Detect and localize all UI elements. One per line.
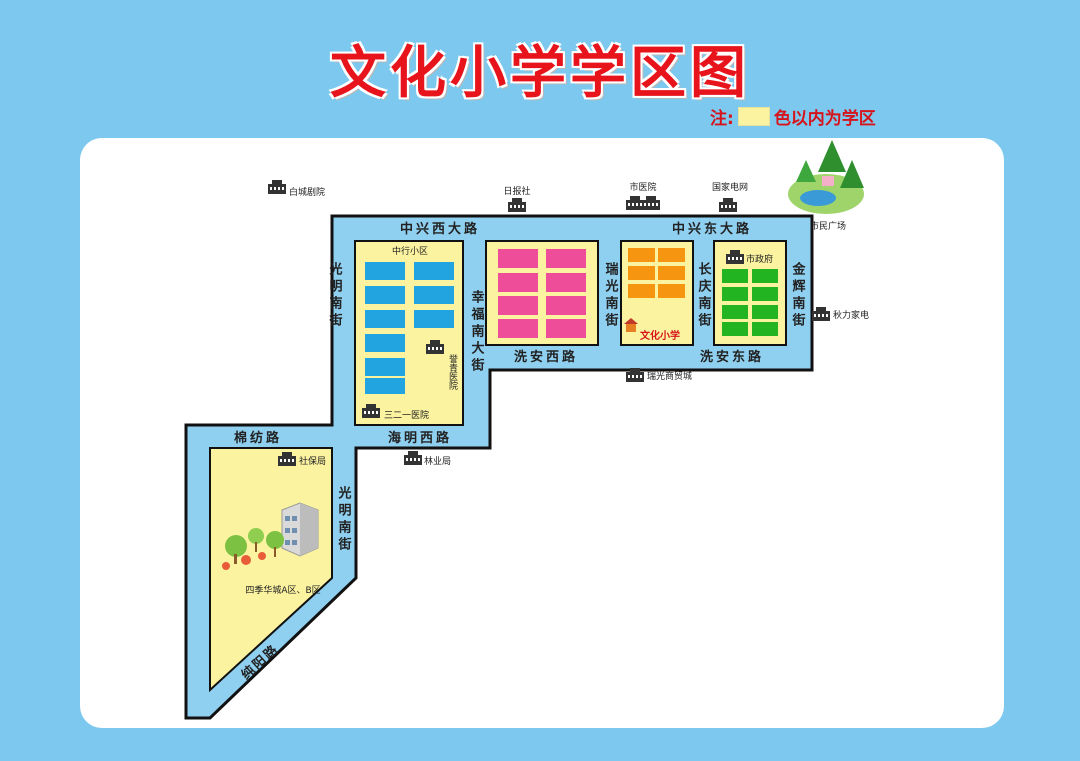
- landmark-shizhengfu: 市政府: [726, 250, 773, 265]
- legend-swatch: [737, 107, 770, 126]
- landmark-wenhua-school: 文化小学: [624, 318, 680, 342]
- svg-text:誉青医院: 誉青医院: [447, 353, 458, 391]
- green-blocks: [722, 269, 778, 336]
- svg-text:白城剧院: 白城剧院: [289, 186, 325, 198]
- building-icon: [404, 451, 422, 465]
- road-zhongxing-west: 中兴西大路: [400, 221, 480, 237]
- legend-prefix: 注:: [710, 109, 734, 129]
- svg-text:日报社: 日报社: [503, 185, 530, 197]
- svg-text:瑞光商贸城: 瑞光商贸城: [647, 370, 692, 382]
- svg-text:市政府: 市政府: [746, 253, 773, 265]
- svg-text:四季华城A区、B区: 四季华城A区、B区: [245, 584, 320, 596]
- building-icon: [812, 307, 830, 321]
- svg-text:林业局: 林业局: [424, 455, 451, 467]
- landmark-siji: 四季华城A区、B区: [222, 502, 321, 596]
- landmark-yuqing: 誉青医院: [426, 340, 458, 391]
- houses-icon: [222, 502, 319, 570]
- svg-text:文化小学: 文化小学: [640, 329, 680, 342]
- road-ruiguang-south: 瑞光南街: [603, 261, 620, 330]
- svg-text:国家电网: 国家电网: [712, 181, 748, 193]
- road-haiming-west: 海明西路: [388, 430, 452, 446]
- landmark-shiyiyuan: 市医院: [626, 181, 660, 210]
- map-title: 文化小学学区图: [330, 41, 750, 106]
- road-xian-east: 洗安东路: [700, 349, 764, 365]
- building-icon: [719, 198, 737, 212]
- landmark-baicheng: 白城剧院: [268, 180, 325, 198]
- svg-text:三二一医院: 三二一医院: [384, 409, 429, 421]
- legend-note: 注: 色以内为学区: [710, 104, 876, 129]
- landmark-ruiguang-mall: 瑞光商贸城: [626, 368, 692, 382]
- legend-text: 色以内为学区: [773, 109, 876, 129]
- road-guangming-south-top: 光明南街: [327, 261, 344, 330]
- road-mianfang: 棉纺路: [234, 430, 282, 446]
- label-zhonghang: 中行小区: [392, 245, 428, 257]
- pink-blocks: [498, 249, 586, 338]
- school-icon: [624, 318, 638, 324]
- road-xingfu-south: 幸福南大街: [469, 289, 486, 375]
- landmark-shebaoju: 社保局: [278, 452, 326, 467]
- svg-text:市民广场: 市民广场: [810, 220, 846, 232]
- building-icon: [642, 196, 660, 210]
- road-xian-west: 洗安西路: [514, 349, 578, 365]
- road-changqing-south: 长庆南街: [696, 261, 713, 330]
- landmark-shiminguangchang: 市民广场: [788, 140, 864, 232]
- blue-blocks: [365, 262, 454, 394]
- landmark-guojiadianwang: 国家电网: [712, 181, 748, 212]
- building-icon: [508, 198, 526, 212]
- road-guangming-south-bottom: 光明南街: [336, 485, 353, 554]
- landmark-qiuli: 秋力家电: [812, 307, 869, 321]
- svg-text:秋力家电: 秋力家电: [833, 309, 869, 321]
- landmark-sanerer: 三二一医院: [362, 404, 429, 421]
- landmark-ribaoshe: 日报社: [503, 185, 531, 212]
- svg-text:社保局: 社保局: [299, 455, 326, 467]
- landmark-linyeju: 林业局: [404, 451, 451, 467]
- orange-blocks: [628, 248, 685, 298]
- building-icon: [626, 196, 644, 210]
- road-zhongxing-east: 中兴东大路: [672, 221, 752, 237]
- building-icon: [268, 180, 286, 194]
- svg-text:市医院: 市医院: [629, 181, 656, 193]
- road-jinhui-south: 金辉南街: [790, 261, 807, 330]
